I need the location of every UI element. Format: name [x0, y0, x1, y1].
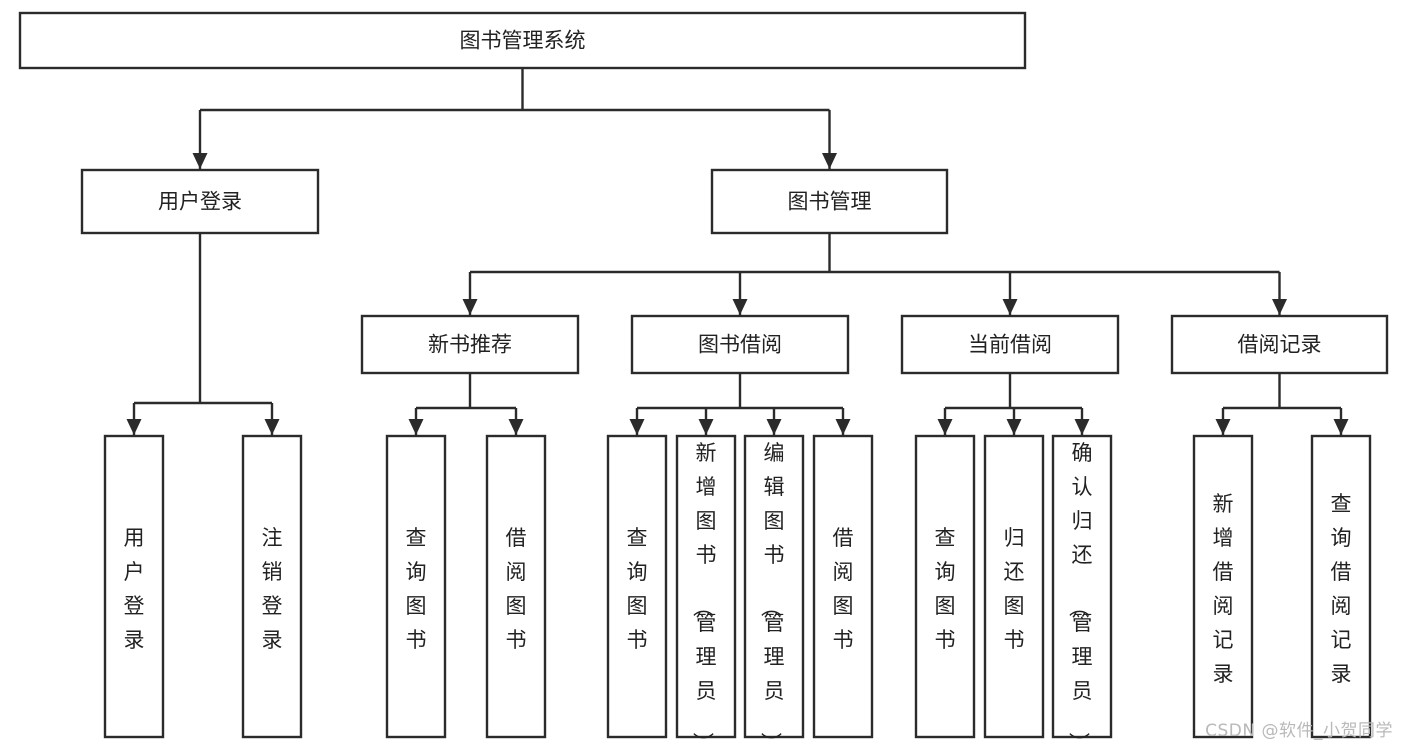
node-label: 借阅记录 [1238, 333, 1322, 357]
node-leaf-add-book[interactable]: 新增图书（管理员） [675, 434, 737, 747]
node-label: 编辑图书（管理员） [759, 441, 785, 747]
node-current-borrow[interactable]: 当前借阅 [900, 314, 1120, 375]
csdn-watermark: CSDN @软件_小贺同学 [1205, 721, 1393, 741]
node-label: 图书管理系统 [460, 29, 586, 53]
node-leaf-user-logout[interactable]: 注销登录 [241, 434, 303, 739]
node-leaf-add-record[interactable]: 新增借阅记录 [1192, 434, 1254, 739]
node-leaf-confirm-return[interactable]: 确认归还（管理员） [1051, 434, 1113, 747]
node-layer: 图书管理系统用户登录图书管理新书推荐图书借阅当前借阅借阅记录用户登录注销登录查询… [18, 11, 1389, 747]
node-label: 查询借阅记录 [1331, 492, 1352, 686]
node-label: 借阅图书 [506, 526, 527, 652]
node-leaf-query-record[interactable]: 查询借阅记录 [1310, 434, 1372, 739]
node-leaf-borrow-book-rec[interactable]: 借阅图书 [485, 434, 547, 739]
node-label: 用户登录 [124, 526, 145, 652]
node-user-login[interactable]: 用户登录 [80, 168, 320, 235]
node-label: 借阅图书 [833, 526, 854, 652]
node-leaf-query-book-rec[interactable]: 查询图书 [385, 434, 447, 739]
node-label: 查询图书 [406, 526, 427, 652]
node-leaf-return-book[interactable]: 归还图书 [983, 434, 1045, 739]
node-label: 新增图书（管理员） [691, 441, 717, 747]
node-book-manage[interactable]: 图书管理 [710, 168, 949, 235]
node-label: 查询图书 [627, 526, 648, 652]
node-label: 确认归还（管理员） [1067, 441, 1093, 747]
node-leaf-user-login[interactable]: 用户登录 [103, 434, 165, 739]
node-label: 新书推荐 [428, 333, 512, 357]
connector-layer [126, 68, 1349, 435]
node-label: 新增借阅记录 [1213, 492, 1234, 686]
node-label: 图书管理 [788, 190, 872, 214]
node-book-borrow[interactable]: 图书借阅 [630, 314, 850, 375]
node-label: 图书借阅 [698, 333, 782, 357]
node-borrow-record[interactable]: 借阅记录 [1170, 314, 1389, 375]
node-label: 当前借阅 [968, 333, 1052, 357]
node-leaf-borrow-book[interactable]: 借阅图书 [812, 434, 874, 739]
node-leaf-query-book-borrow[interactable]: 查询图书 [606, 434, 668, 739]
node-label: 注销登录 [262, 526, 283, 652]
node-leaf-edit-book[interactable]: 编辑图书（管理员） [743, 434, 805, 747]
node-label: 查询图书 [935, 526, 956, 652]
node-new-book-recommend[interactable]: 新书推荐 [360, 314, 580, 375]
node-label: 归还图书 [1004, 526, 1025, 652]
node-leaf-query-book-current[interactable]: 查询图书 [914, 434, 976, 739]
node-label: 用户登录 [158, 190, 242, 214]
node-root[interactable]: 图书管理系统 [18, 11, 1027, 70]
